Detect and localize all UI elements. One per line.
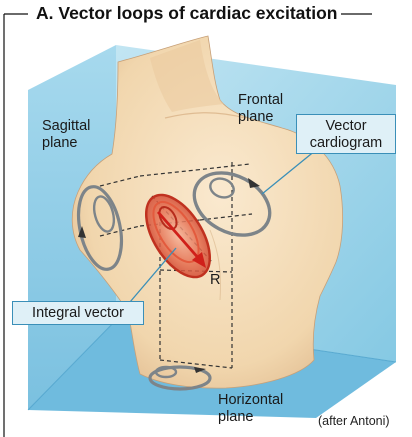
horizontal-plane-label-line-2: plane — [218, 409, 283, 426]
frontal-plane-label-line-1: Frontal — [238, 92, 283, 109]
vector-cardiogram-label-line-1: Vector — [297, 118, 395, 135]
r-marker-label: R — [210, 272, 220, 289]
sagittal-plane-label: Sagittal plane — [42, 118, 90, 152]
frontal-plane-label-line-2: plane — [238, 109, 283, 126]
integral-vector-label: Integral vector — [12, 301, 144, 325]
horizontal-plane-label: Horizontal plane — [218, 392, 283, 426]
sagittal-plane-label-line-2: plane — [42, 135, 90, 152]
credit-text: (after Antoni) — [318, 414, 390, 428]
figure-title: A. Vector loops of cardiac excitation — [32, 3, 341, 24]
horizontal-plane-label-line-1: Horizontal — [218, 392, 283, 409]
vector-cardiogram-label-line-2: cardiogram — [297, 135, 395, 152]
vector-cardiogram-label: Vector cardiogram — [296, 114, 396, 154]
sagittal-plane-label-line-1: Sagittal — [42, 118, 90, 135]
frontal-plane-label: Frontal plane — [238, 92, 283, 126]
